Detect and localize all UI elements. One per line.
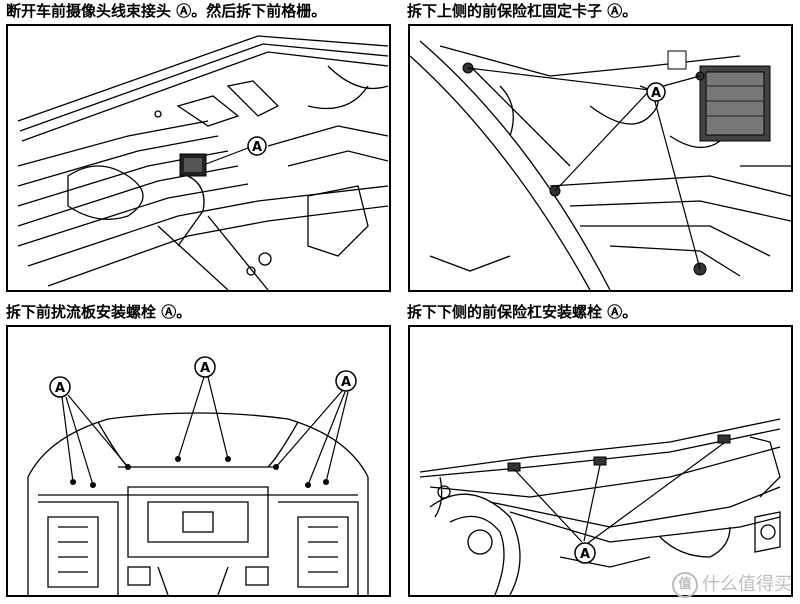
caption-top-right: 拆下上侧的前保险杠固定卡子 Ⓐ。 xyxy=(407,2,638,20)
callout-a-label: A xyxy=(580,547,590,562)
diagram-panel-upper-clips: A xyxy=(408,24,793,292)
spoiler-bolts-illustration: A A A xyxy=(27,356,369,595)
callout-a-label: A xyxy=(200,361,210,376)
upper-clips-illustration: A xyxy=(410,40,791,290)
hatched-component xyxy=(667,50,771,142)
callout-a-label: A xyxy=(55,381,65,396)
diagram-panel-lower-bolts: A xyxy=(408,325,793,597)
caption-top-left: 断开车前摄像头线束接头 Ⓐ。然后拆下前格栅。 xyxy=(6,2,327,20)
diagram-panel-spoiler-bolts: A A A xyxy=(6,325,391,597)
caption-bottom-right: 拆下下侧的前保险杠安装螺栓 Ⓐ。 xyxy=(407,303,638,321)
callout-a-label: A xyxy=(341,375,351,390)
camera-harness-illustration: A xyxy=(17,35,389,290)
diagram-panel-camera-harness: A xyxy=(6,24,391,292)
watermark: 值什么值得买 xyxy=(672,570,792,598)
watermark-logo-icon: 值 xyxy=(672,572,698,598)
caption-bottom-left: 拆下前扰流板安装螺栓 Ⓐ。 xyxy=(6,303,192,321)
callout-a-label: A xyxy=(651,86,661,101)
callout-a-label: A xyxy=(252,140,262,155)
watermark-text: 什么值得买 xyxy=(702,574,792,595)
camera-harness-connector xyxy=(179,153,207,177)
lower-bolts-illustration: A xyxy=(419,418,781,595)
